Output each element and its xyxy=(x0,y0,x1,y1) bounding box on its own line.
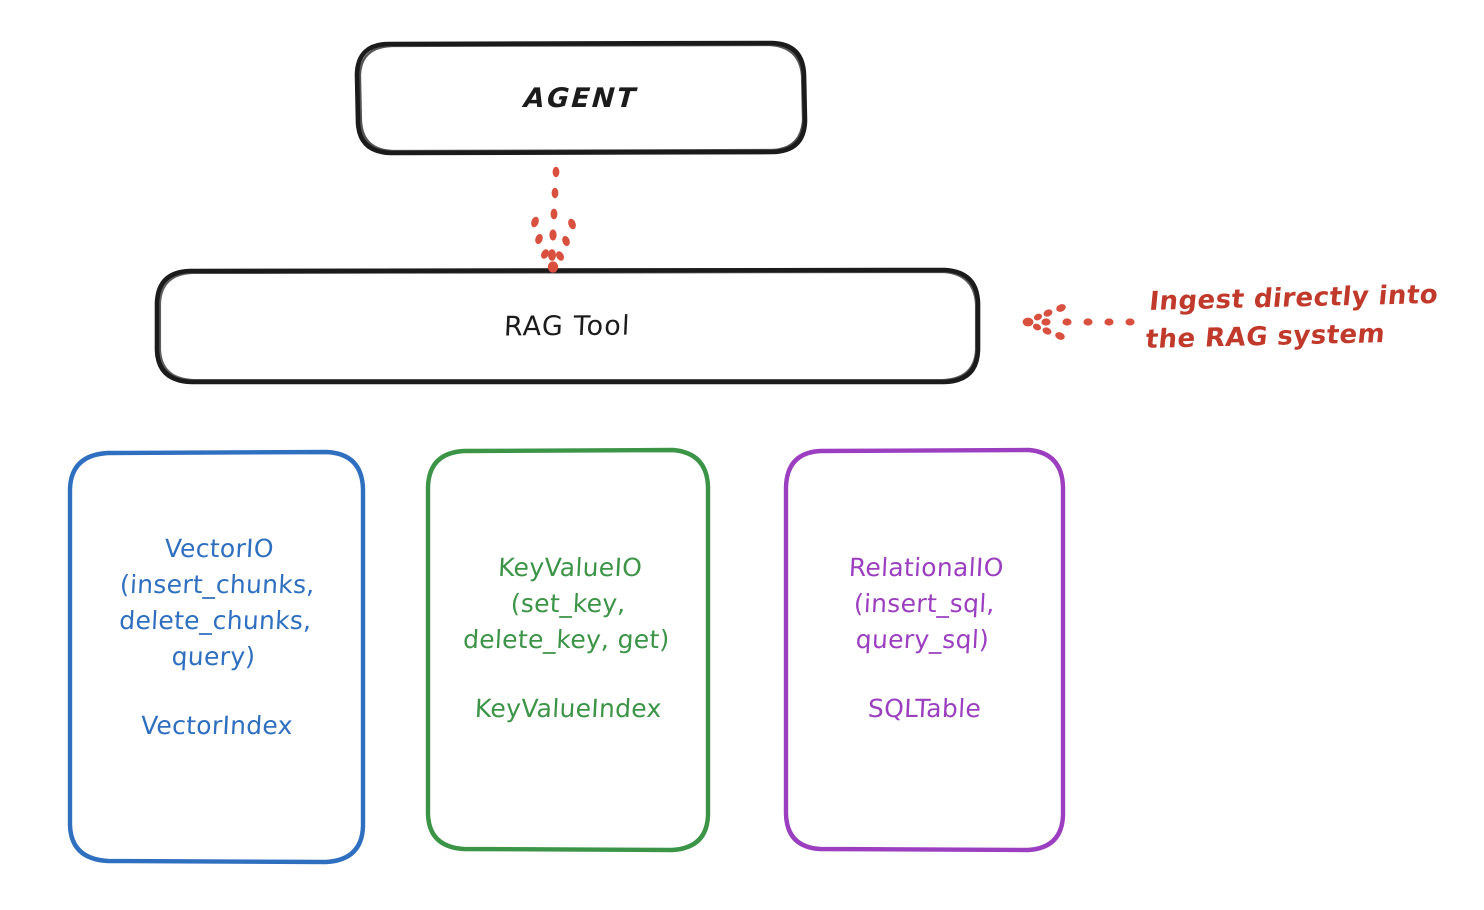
rag-tool-box-outline xyxy=(154,267,981,385)
rag-tool-label: RAG Tool xyxy=(503,310,632,342)
key-value-io-content: KeyValueIO (set_key, delete_key, get) Ke… xyxy=(462,550,672,723)
relational-io-box-outline xyxy=(783,447,1066,853)
relational-io-content: RelationalIO (insert_sql, query_sql) SQL… xyxy=(847,550,1005,723)
vector-io-node[interactable]: VectorIO (insert_chunks, delete_chunks, … xyxy=(70,452,363,862)
rag-tool-node[interactable]: RAG Tool xyxy=(157,270,978,382)
agent-label: AGENT xyxy=(523,82,639,114)
ingest-annotation-text: Ingest directly into the RAG system xyxy=(1144,279,1440,355)
agent-to-rag-dotted-arrow xyxy=(531,166,576,273)
key-value-io-box-outline xyxy=(425,447,711,853)
vector-io-box-outline xyxy=(67,449,366,865)
key-value-io-label: KeyValueIO (set_key, delete_key, get) xyxy=(462,552,671,654)
note-to-rag-dotted-arrow xyxy=(1022,304,1135,340)
agent-box-outline xyxy=(354,40,808,156)
key-value-io-node[interactable]: KeyValueIO (set_key, delete_key, get) Ke… xyxy=(428,450,708,850)
key-value-index-label: KeyValueIndex xyxy=(473,693,663,723)
agent-node[interactable]: AGENT xyxy=(357,42,805,154)
vector-io-label: VectorIO (insert_chunks, delete_chunks, … xyxy=(118,533,316,671)
vector-index-label: VectorIndex xyxy=(139,710,294,740)
relational-io-label: RelationalIO (insert_sql, query_sql) xyxy=(848,552,1005,654)
relational-io-node[interactable]: RelationalIO (insert_sql, query_sql) SQL… xyxy=(786,450,1063,850)
sql-table-label: SQLTable xyxy=(867,693,982,723)
vector-io-content: VectorIO (insert_chunks, delete_chunks, … xyxy=(119,531,316,740)
